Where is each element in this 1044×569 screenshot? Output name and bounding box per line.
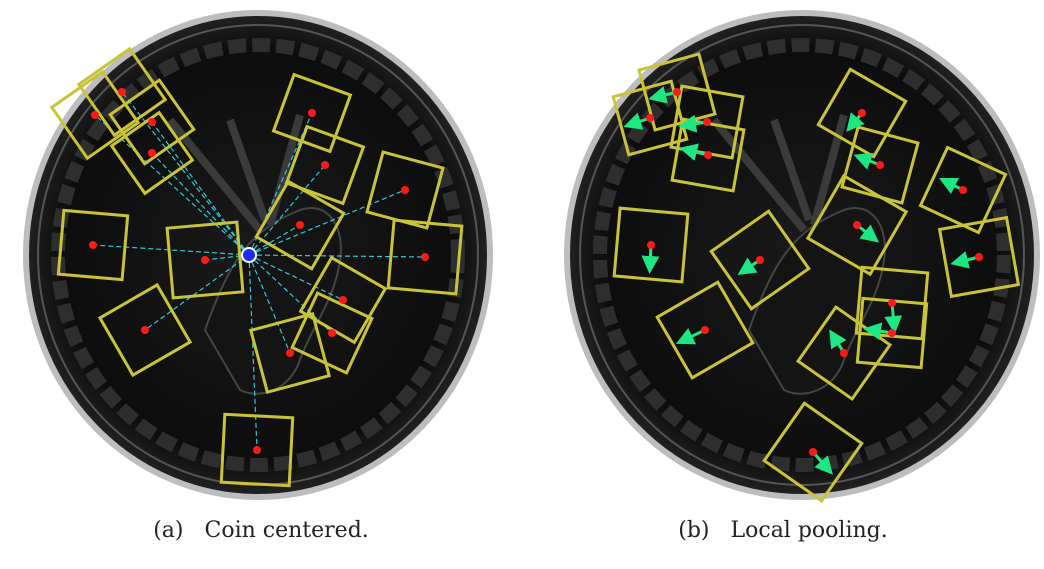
blue-center-dot-icon xyxy=(241,247,257,263)
center-line xyxy=(248,254,333,334)
patch-box xyxy=(165,220,245,300)
red-dot-icon xyxy=(809,448,817,456)
red-dot-icon xyxy=(703,118,711,126)
red-dot-icon xyxy=(646,114,654,122)
patch-box xyxy=(840,125,920,205)
patch-box xyxy=(298,255,388,345)
red-dot-icon xyxy=(253,446,261,454)
center-line xyxy=(144,254,250,331)
patch-box xyxy=(795,304,893,402)
red-dot-icon xyxy=(840,349,848,357)
red-dot-icon xyxy=(328,329,336,337)
patch-box xyxy=(816,67,908,159)
center-line xyxy=(151,121,250,256)
caption-a: (a) Coin centered. xyxy=(0,518,522,543)
patch-box xyxy=(386,218,464,296)
red-dot-icon xyxy=(959,186,967,194)
patch-box xyxy=(918,145,1008,235)
red-dot-icon xyxy=(201,256,209,264)
center-line xyxy=(248,254,344,301)
red-dot-icon xyxy=(876,161,884,169)
red-dot-icon xyxy=(148,149,156,157)
center-line xyxy=(248,189,406,256)
caption-b-label: (b) xyxy=(678,518,710,543)
red-dot-icon xyxy=(975,253,983,261)
center-line xyxy=(248,254,258,451)
center-line xyxy=(248,224,301,256)
red-dot-icon xyxy=(148,118,156,126)
coin-b xyxy=(564,10,1040,500)
patch-box xyxy=(109,110,195,196)
red-dot-icon xyxy=(858,109,866,117)
red-dot-icon xyxy=(321,161,329,169)
center-line xyxy=(248,254,426,258)
red-dot-icon xyxy=(286,349,294,357)
caption-b-text: Local pooling. xyxy=(730,518,888,543)
center-line xyxy=(92,244,250,256)
red-dot-icon xyxy=(701,326,709,334)
patch-box xyxy=(56,208,130,282)
figure-panel-b: (b) Local pooling. xyxy=(522,0,1044,569)
red-dot-icon xyxy=(308,109,316,117)
red-dot-icon xyxy=(888,329,896,337)
red-dot-icon xyxy=(853,221,861,229)
patch-box xyxy=(108,78,196,166)
coin-image-a xyxy=(23,10,493,500)
caption-b: (b) Local pooling. xyxy=(522,518,1044,543)
patch-boxes-b xyxy=(611,52,1021,503)
keypoints-b xyxy=(646,88,983,456)
red-dot-icon xyxy=(421,253,429,261)
red-dot-icon xyxy=(91,111,99,119)
keypoints-a xyxy=(89,88,429,454)
patch-box xyxy=(97,282,193,378)
patch-box xyxy=(937,215,1021,299)
center-line xyxy=(248,254,291,354)
caption-a-label: (a) xyxy=(153,518,184,543)
red-dot-icon xyxy=(673,88,681,96)
red-dot-icon xyxy=(756,256,764,264)
red-dot-icon xyxy=(704,151,712,159)
patch-box xyxy=(612,206,690,284)
patch-box xyxy=(49,69,141,161)
patch-box xyxy=(248,311,332,395)
figure-panel-a: (a) Coin centered. xyxy=(0,10,522,543)
patch-box xyxy=(854,265,930,341)
red-dot-icon xyxy=(296,221,304,229)
patch-box xyxy=(76,46,168,138)
red-dot-icon xyxy=(118,88,126,96)
patch-boxes-a xyxy=(49,46,464,488)
red-dot-icon xyxy=(647,241,655,249)
red-dot-icon xyxy=(339,296,347,304)
patch-box xyxy=(254,179,346,271)
center-line xyxy=(94,114,250,256)
patch-box xyxy=(290,291,374,375)
patch-box xyxy=(709,209,811,311)
patch-box xyxy=(219,412,295,488)
red-dot-icon xyxy=(141,326,149,334)
center-line xyxy=(204,254,250,261)
patch-box xyxy=(655,280,755,380)
patch-box xyxy=(284,124,366,206)
patch-box xyxy=(762,401,864,503)
patch-box xyxy=(805,173,909,277)
coin-image-b xyxy=(564,10,1040,503)
red-dot-icon xyxy=(888,299,896,307)
red-dot-icon xyxy=(89,241,97,249)
caption-a-text: Coin centered. xyxy=(204,518,369,543)
patch-box xyxy=(670,117,746,193)
red-dot-icon xyxy=(401,186,409,194)
center-line xyxy=(121,91,250,256)
